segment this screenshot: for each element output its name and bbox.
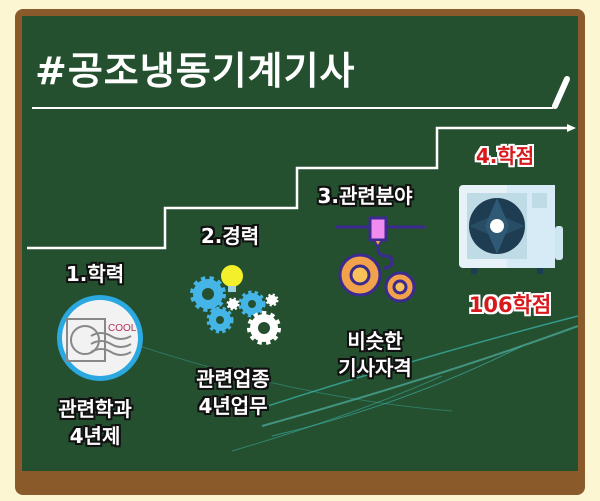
outdoor-ac-unit-icon	[459, 185, 563, 274]
step1-heading: 1.학력	[65, 262, 125, 286]
step2-detail-line1: 관련업종	[196, 367, 270, 391]
step3-heading: 3.관련분야	[317, 184, 413, 208]
gears-lightbulb-icon	[190, 265, 281, 345]
air-conditioner-cool-icon: COOL	[57, 295, 143, 381]
gears-machine-icon	[335, 216, 425, 303]
step1-detail-line2: 4년제	[69, 424, 121, 448]
step3-detail-line2: 기사자격	[338, 356, 412, 380]
step2-heading: 2.경력	[200, 224, 260, 248]
step1-detail-line1: 관련학과	[58, 397, 132, 421]
svg-text:COOL: COOL	[108, 323, 137, 334]
step2-detail-line2: 4년업무	[198, 394, 268, 418]
credits-value: 106학점	[468, 293, 552, 317]
step4-heading: 4.학점	[475, 144, 535, 168]
page-title: #공조냉동기계기사	[35, 49, 356, 93]
step3-detail-line1: 비슷한	[347, 329, 403, 353]
